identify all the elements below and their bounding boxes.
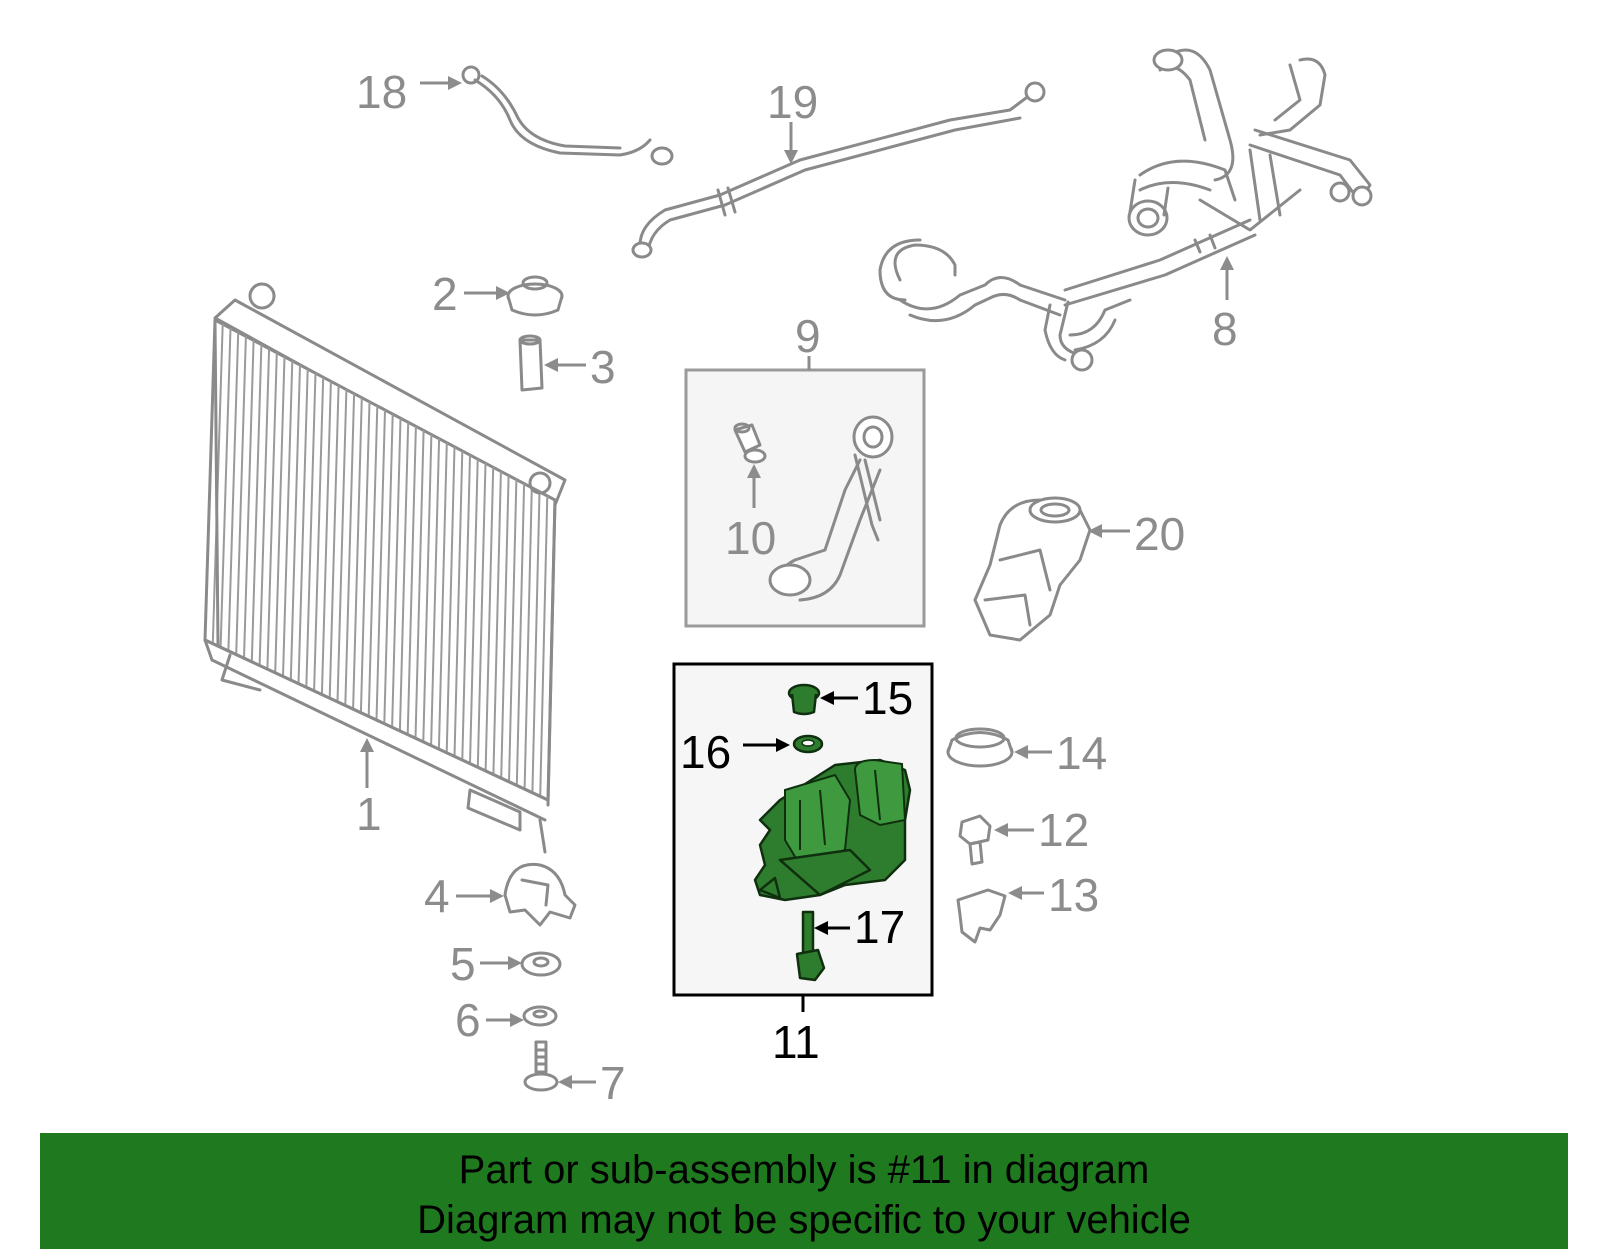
radiator-fin: [398, 422, 410, 731]
radiator-fin: [414, 430, 425, 739]
radiator-fin: [313, 377, 325, 691]
radiator-fin: [352, 397, 363, 710]
part-1-radiator[interactable]: [203, 282, 567, 854]
radiator-fin: [531, 491, 541, 793]
callout-14: 14: [1056, 727, 1107, 779]
callout-9: 9: [795, 310, 821, 362]
part-12-bolt[interactable]: [958, 814, 992, 866]
radiator-fin: [266, 352, 278, 670]
radiator-fin: [508, 479, 518, 782]
part-8-hose-assembly[interactable]: [878, 48, 1373, 372]
radiator-fin: [250, 344, 263, 662]
callout-20: 20: [1134, 508, 1185, 560]
radiator-fin: [523, 487, 533, 790]
part-19-line[interactable]: [631, 81, 1046, 259]
callout-1: 1: [356, 788, 382, 840]
callout-8: 8: [1212, 303, 1238, 355]
callout-5: 5: [450, 938, 476, 990]
radiator-fin: [437, 442, 448, 750]
radiator-fin: [476, 463, 487, 768]
radiator-fin: [320, 381, 332, 695]
callout-13: 13: [1048, 869, 1099, 921]
part-16-o-ring[interactable]: [792, 734, 824, 754]
radiator-fin: [500, 475, 510, 779]
part-7-bolt[interactable]: [523, 1040, 559, 1092]
part-2-cap[interactable]: [506, 275, 564, 317]
callout-16: 16: [680, 726, 731, 778]
callout-19: 19: [767, 76, 818, 128]
radiator-fin: [219, 328, 232, 648]
radiator-fin: [243, 340, 255, 659]
part-3-sleeve[interactable]: [518, 334, 544, 392]
part-13-clip[interactable]: [956, 888, 1007, 944]
callout-3: 3: [590, 341, 616, 393]
radiator-fin: [422, 434, 433, 742]
radiator-fin: [336, 389, 348, 702]
radiator-fin: [391, 418, 402, 728]
callout-4: 4: [424, 870, 450, 922]
part-5-grommet[interactable]: [520, 951, 562, 977]
part-18-line[interactable]: [461, 65, 674, 166]
radiator-fin: [492, 471, 502, 775]
part-15-cap[interactable]: [787, 683, 821, 716]
footer-line-1: Part or sub-assembly is #11 in diagram: [458, 1148, 1150, 1192]
callout-15: 15: [862, 672, 913, 724]
radiator-fin: [359, 401, 371, 713]
radiator-fin: [469, 459, 479, 764]
radiator-fin: [406, 426, 417, 735]
radiator-fin: [539, 495, 549, 797]
callout-11: 11: [772, 1016, 820, 1068]
radiator-fin: [328, 385, 340, 699]
radiator-fin: [430, 438, 441, 746]
part-14-filler-cap[interactable]: [946, 727, 1014, 768]
callout-18: 18: [356, 66, 407, 118]
callout-12: 12: [1038, 804, 1089, 856]
radiator-fin: [235, 336, 247, 655]
radiator-fin: [453, 450, 464, 757]
footer-line-2: Diagram may not be specific to your vehi…: [417, 1198, 1191, 1242]
callouts: 1 2 3 4 5 6 7 8 9 10 11 12 13 14 15 16 1…: [356, 66, 1238, 1109]
radiator-fin: [367, 405, 379, 717]
callout-10: 10: [725, 512, 776, 564]
callout-7: 7: [600, 1057, 626, 1109]
part-11-reservoir[interactable]: [753, 758, 912, 902]
radiator-fin: [445, 446, 456, 753]
radiator-fin: [305, 373, 317, 688]
footer-banner: Part or sub-assembly is #11 in diagram D…: [40, 1133, 1568, 1249]
leader-arrows: [360, 76, 1234, 1089]
part-6-washer[interactable]: [522, 1005, 558, 1027]
radiator-fin: [375, 409, 386, 721]
radiator-fin: [274, 356, 286, 673]
callout-6: 6: [455, 994, 481, 1046]
part-20-thermostat-housing[interactable]: [973, 496, 1092, 642]
part-10-fitting[interactable]: [733, 422, 767, 464]
callout-17: 17: [854, 901, 905, 953]
part-17-sensor[interactable]: [795, 910, 826, 982]
radiator-fin: [515, 483, 526, 786]
radiator-fin: [258, 348, 271, 666]
radiator-fin: [484, 467, 495, 771]
radiator-fin: [344, 393, 356, 706]
part-4-bracket[interactable]: [503, 862, 577, 927]
radiator-fin: [282, 360, 294, 677]
part-9-hose-kit[interactable]: [684, 368, 926, 628]
radiator-fin: [383, 414, 394, 724]
radiator-fin: [289, 364, 301, 681]
callout-2: 2: [432, 268, 458, 320]
radiator-fin: [297, 369, 309, 684]
radiator-fin: [227, 332, 240, 651]
radiator-fin: [461, 454, 471, 761]
